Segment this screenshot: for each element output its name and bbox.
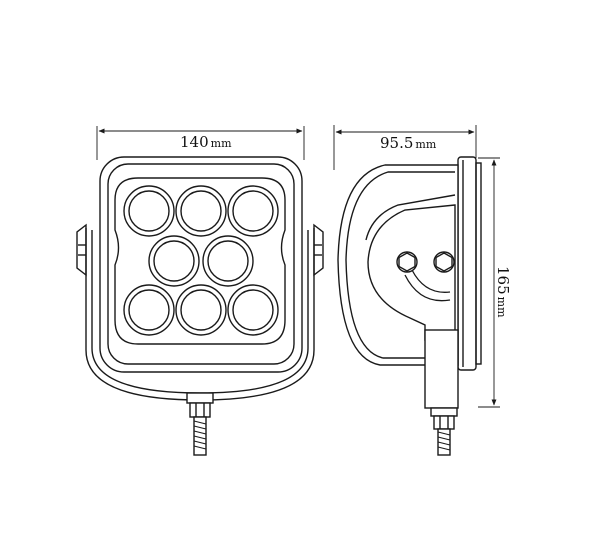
led-3 (227, 185, 279, 237)
led-4 (148, 235, 200, 287)
side-housing-inner (345, 171, 455, 359)
depth-dimension (333, 125, 477, 170)
height-label: 165mm (494, 266, 512, 318)
side-stand-post (424, 329, 459, 409)
lamp-housing (99, 156, 303, 373)
mounting-bracket-right (313, 223, 324, 277)
lens-outline (114, 177, 286, 345)
led-1 (123, 185, 175, 237)
led-8 (227, 284, 279, 336)
lamp-housing-inner (107, 163, 295, 365)
width-dimension (96, 126, 305, 160)
side-bezel (457, 156, 477, 371)
pivot-bolt (396, 251, 418, 273)
height-dimension (478, 157, 500, 408)
mounting-bracket-left (76, 223, 87, 277)
front-mount-bolt (186, 392, 214, 456)
led-2 (175, 185, 227, 237)
side-lens (475, 162, 482, 365)
adjustment-slot (404, 269, 451, 302)
side-housing-fin (365, 194, 456, 241)
led-7 (175, 284, 227, 336)
led-6 (123, 284, 175, 336)
side-bracket-plate (367, 204, 456, 341)
front-view (76, 126, 324, 456)
led-5 (202, 235, 254, 287)
side-view (333, 125, 500, 456)
side-mount-bolt (430, 407, 458, 456)
lock-bolt (433, 251, 455, 273)
